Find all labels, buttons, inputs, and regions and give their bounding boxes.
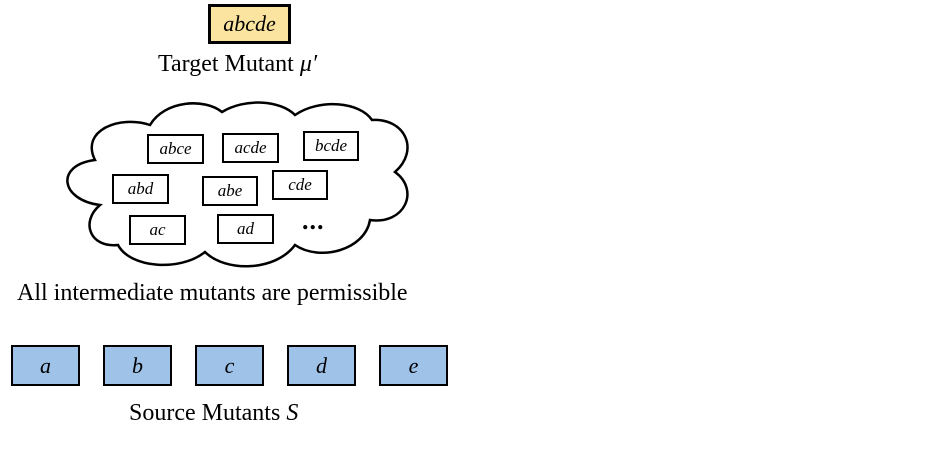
target-mutant-caption: Target Mutant μ′ (158, 51, 317, 78)
intermediate-mutant-box: acde (222, 133, 279, 163)
target-caption-symbol: μ′ (299, 51, 318, 77)
intermediate-mutant-box: abce (147, 134, 204, 164)
intermediate-caption: All intermediate mutants are permissible (17, 280, 408, 306)
intermediate-mutant-box: ad (217, 214, 274, 244)
intermediate-mutant-box: abe (202, 176, 258, 206)
source-mutant-box: c (195, 345, 264, 386)
more-mutants-ellipsis: ... (302, 206, 325, 235)
target-caption-text: Target Mutant (158, 51, 294, 77)
source-caption-symbol: S (286, 400, 299, 426)
source-mutants-caption: Source Mutants S (129, 400, 298, 427)
source-mutant-box: b (103, 345, 172, 386)
intermediate-mutant-box: abd (112, 174, 169, 204)
intermediate-mutant-box: bcde (303, 131, 359, 161)
source-mutant-box: d (287, 345, 356, 386)
target-mutant-box: abcde (208, 4, 291, 44)
source-caption-text: Source Mutants (129, 400, 281, 426)
source-mutant-box: a (11, 345, 80, 386)
intermediate-mutant-box: ac (129, 215, 186, 245)
source-mutant-box: e (379, 345, 448, 386)
intermediate-mutant-box: cde (272, 170, 328, 200)
